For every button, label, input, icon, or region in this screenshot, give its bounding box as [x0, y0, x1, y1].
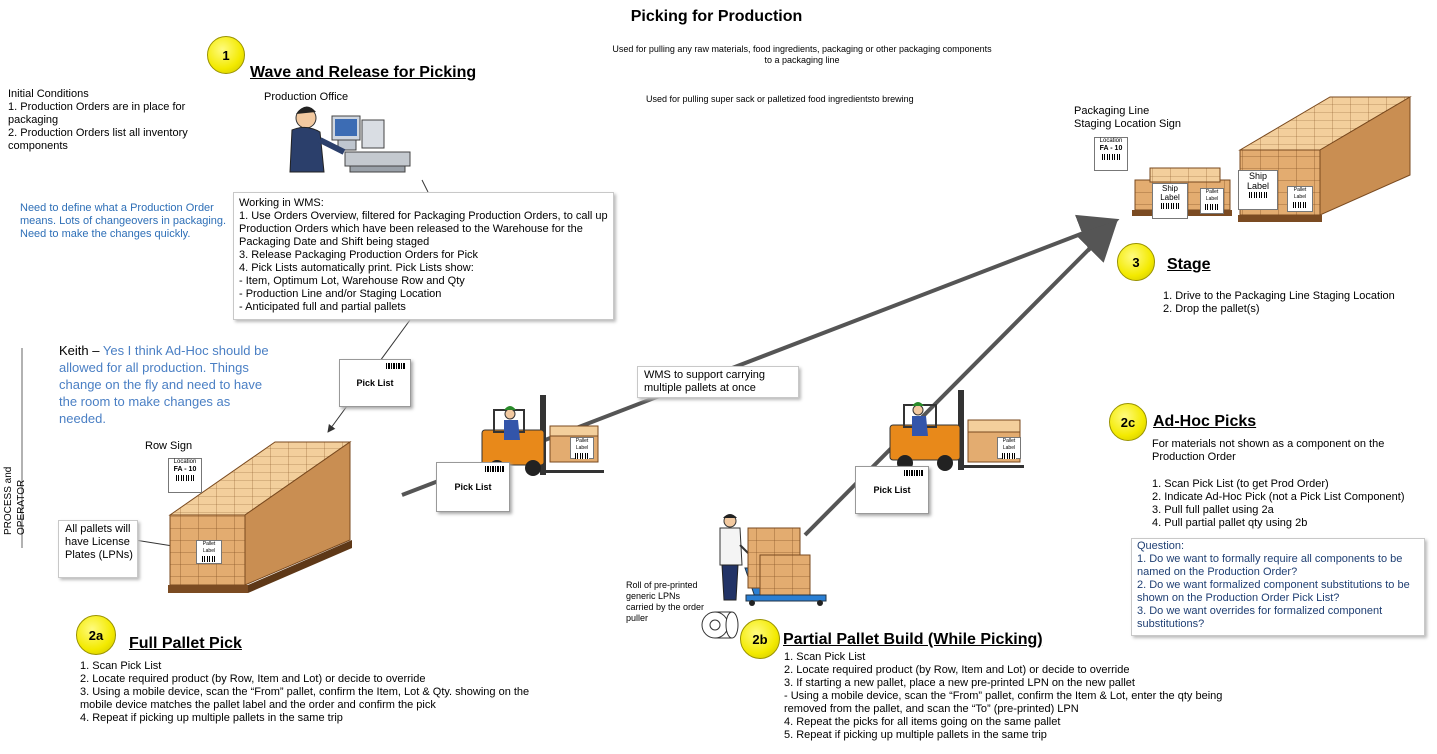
- pallet-label-text: Pallet Label: [1205, 189, 1219, 202]
- step-2a-heading: Full Pallet Pick: [129, 635, 242, 652]
- production-office-label: Production Office: [264, 91, 349, 103]
- pick-list-label: Pick List: [454, 482, 492, 492]
- keith-comment-text: Yes I think Ad-Hoc should be allowed for…: [59, 343, 269, 426]
- row-location-sign: Location FA - 10: [168, 458, 202, 493]
- pick-list-doc-2: Pick List: [436, 462, 510, 512]
- subtitle-packaging: Used for pulling any raw materials, food…: [612, 44, 992, 65]
- step-2c-heading: Ad-Hoc Picks: [1153, 413, 1257, 430]
- step-2c-text: 1. Scan Pick List (to get Prod Order) 2.…: [1152, 478, 1405, 529]
- row-location-code: FA - 10: [173, 466, 197, 473]
- subtitle-brewing: Used for pulling super sack or palletize…: [646, 94, 914, 104]
- keith-name: Keith –: [59, 343, 103, 358]
- pallet-label-tag: Pallet Label: [196, 540, 222, 564]
- staging-sign-label: Packaging Line Staging Location Sign: [1074, 105, 1182, 130]
- staging-location-code: FA - 10: [1099, 145, 1123, 152]
- staging-location-title: Location: [1099, 138, 1123, 144]
- step-2a-text: 1. Scan Pick List 2. Locate required pro…: [80, 660, 530, 724]
- ship-label-small: Ship Label: [1152, 183, 1188, 219]
- pick-list-doc-1: Pick List: [339, 359, 411, 407]
- step-2c-badge: 2c: [1109, 403, 1147, 441]
- pallet-label-text: Pallet Label: [575, 438, 589, 451]
- lpn-roll-note: Roll of pre-printed generic LPNs carried…: [626, 580, 705, 623]
- pick-list-label: Pick List: [873, 485, 911, 495]
- step-3-heading: Stage: [1167, 256, 1211, 273]
- production-office-illustration: [289, 106, 411, 173]
- step-1-badge: 1: [207, 36, 245, 74]
- lpn-note: All pallets will have License Plates (LP…: [58, 520, 138, 578]
- forklift-2-pallet-label: Pallet Label: [997, 437, 1021, 459]
- arrow-to-stage-partial: [803, 220, 1118, 537]
- pallet-label-text: Pallet Label: [1002, 438, 1016, 451]
- ship-label-text: Ship Label: [1246, 171, 1270, 191]
- row-sign-label: Row Sign: [145, 440, 193, 452]
- pick-list-label: Pick List: [356, 378, 394, 388]
- staging-location-sign: Location FA - 10: [1094, 137, 1128, 171]
- forklift-1-pallet-label: Pallet Label: [570, 437, 594, 459]
- step-2b-text: 1. Scan Pick List 2. Locate required pro…: [784, 651, 1223, 741]
- side-label: PROCESS and OPERATOR: [3, 466, 27, 535]
- keith-comment: Keith – Yes I think Ad-Hoc should be all…: [59, 342, 274, 427]
- step-1-heading: Wave and Release for Picking: [250, 64, 477, 81]
- order-puller-illustration: [719, 514, 827, 606]
- step-3-text: 1. Drive to the Packaging Line Staging L…: [1163, 290, 1395, 315]
- lpn-roll-illustration: [701, 611, 739, 639]
- staging-pallet-label-large: Pallet Label: [1287, 186, 1313, 212]
- ship-label-large: Ship Label: [1238, 170, 1278, 210]
- wms-support-note: WMS to support carrying multiple pallets…: [637, 366, 799, 398]
- staging-pallet-label-small: Pallet Label: [1200, 188, 1224, 214]
- wms-instructions-box: Working in WMS: 1. Use Orders Overview, …: [233, 192, 614, 320]
- step-2c-intro: For materials not shown as a component o…: [1152, 438, 1385, 463]
- row-location-title: Location: [173, 459, 197, 465]
- ship-label-text: Ship Label: [1160, 184, 1180, 202]
- step-2c-question: Question: 1. Do we want to formally requ…: [1131, 538, 1425, 636]
- initial-conditions: Initial Conditions 1. Production Orders …: [8, 88, 188, 152]
- office-connector: [421, 179, 429, 193]
- pallet-label-text: Pallet Label: [202, 541, 216, 554]
- pick-list-doc-3: Pick List: [855, 466, 929, 514]
- full-pallet-stack: [168, 441, 352, 593]
- page-title: Picking for Production: [630, 8, 803, 25]
- step-2b-badge: 2b: [740, 619, 780, 659]
- production-order-note: Need to define what a Production Order m…: [20, 202, 227, 240]
- pallet-label-text: Pallet Label: [1293, 187, 1307, 200]
- step-3-badge: 3: [1117, 243, 1155, 281]
- step-2b-heading: Partial Pallet Build (While Picking): [783, 631, 1043, 648]
- step-2a-badge: 2a: [76, 615, 116, 655]
